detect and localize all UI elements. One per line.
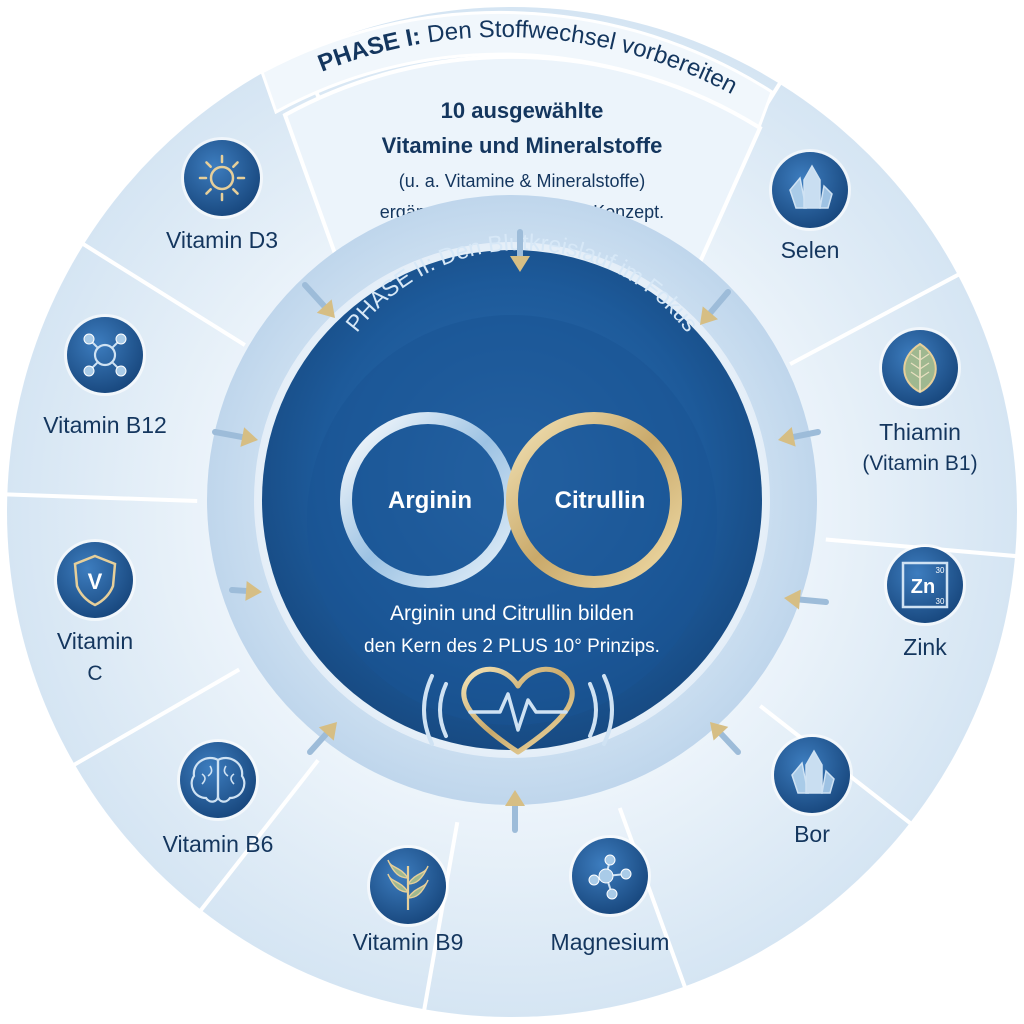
core-line-2: den Kern des 2 PLUS 10° Prinzips.: [364, 636, 660, 657]
icon-badge: [67, 317, 143, 393]
citrullin-ring: [506, 412, 682, 588]
arrow-icon: [510, 229, 530, 272]
heart-pulse-icon: [422, 666, 614, 755]
segment-divider: [2, 492, 198, 504]
segment-vitamin-d3: Vitamin D3: [166, 137, 278, 253]
segment-divider: [196, 758, 320, 916]
molecule-icon: [588, 854, 632, 900]
arrow-icon: [700, 289, 731, 325]
segment-vitamin-b9: Vitamin B9: [353, 845, 464, 955]
segment-thiamin: Thiamin (Vitamin B1): [862, 327, 978, 475]
arrows: [212, 229, 829, 833]
crystal-icon: [789, 164, 833, 209]
segment-label-secondary: (Vitamin B1): [862, 452, 977, 475]
zinc-number-top: 30: [936, 566, 945, 575]
segment-label: Vitamin D3: [166, 227, 278, 253]
segment-label: Magnesium: [551, 929, 670, 955]
arrow-icon: [778, 427, 821, 447]
segment-divider: [789, 270, 964, 366]
segment-label: Selen: [781, 237, 840, 263]
segment-label: Zink: [903, 634, 947, 660]
arrow-icon: [212, 427, 258, 447]
segment-label: Vitamin: [57, 628, 133, 654]
arrow-icon: [505, 790, 525, 833]
segment-magnesium: Magnesium: [551, 835, 670, 955]
shield-v-icon: V: [73, 554, 117, 607]
segment-label: Vitamin B12: [43, 412, 167, 438]
sun-icon: [198, 154, 246, 202]
core-line-1: Arginin und Citrullin bilden: [390, 602, 634, 625]
segment-bor: Bor: [771, 734, 853, 847]
segment-divider: [69, 667, 241, 769]
segment-divider: [617, 807, 689, 992]
zinc-symbol: Zn: [911, 576, 935, 598]
segment-selen: Selen: [769, 149, 851, 263]
segment-vitamin-b12: Vitamin B12: [43, 314, 167, 438]
segment-label: Vitamin B9: [353, 929, 464, 955]
segment-vitamin-b6: Vitamin B6: [163, 739, 274, 857]
segment-label: Thiamin: [879, 419, 961, 445]
crystal-icon: [791, 749, 835, 794]
arginin-label: Arginin: [388, 487, 472, 514]
segment-divider: [78, 240, 246, 347]
intro-line-1: 10 ausgewählte: [441, 98, 604, 123]
segment-label: Bor: [794, 821, 830, 847]
icon-badge: [184, 140, 260, 216]
plant-icon: [387, 859, 429, 910]
arrow-icon: [710, 722, 741, 755]
leaf-icon: [903, 342, 937, 394]
intro-line-2: Vitamine und Mineralstoffe: [382, 133, 663, 158]
brain-icon: [190, 756, 246, 803]
intro-line-3: (u. a. Vitamine & Mineralstoffe): [399, 171, 645, 191]
segment-label-secondary: C: [87, 662, 102, 685]
arrow-icon: [229, 580, 262, 601]
icon-badge: [887, 547, 963, 623]
vitamin-c-badge: V: [88, 569, 103, 594]
network-icon: [83, 333, 127, 377]
arrow-icon: [302, 282, 335, 318]
segment-label: Vitamin B6: [163, 831, 274, 857]
citrullin-label: Citrullin: [555, 487, 646, 514]
segment-divider: [421, 821, 460, 1015]
arrow-icon: [307, 722, 337, 755]
arrow-icon: [784, 589, 829, 610]
icon-badge: [57, 542, 133, 618]
zinc-number-bottom: 30: [936, 597, 945, 606]
